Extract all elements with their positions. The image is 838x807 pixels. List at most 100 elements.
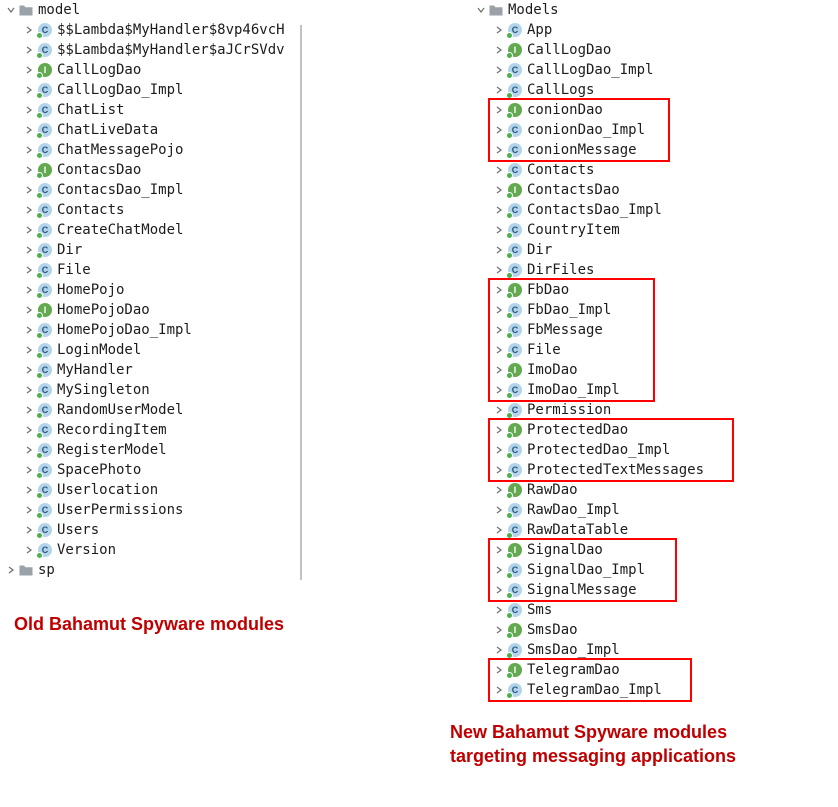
- chevron-right-icon[interactable]: [22, 443, 36, 457]
- chevron-right-icon[interactable]: [22, 163, 36, 177]
- chevron-right-icon[interactable]: [492, 523, 506, 537]
- chevron-right-icon[interactable]: [4, 563, 18, 577]
- tree-folder-models[interactable]: Models: [470, 0, 838, 20]
- scrollbar[interactable]: [300, 25, 302, 580]
- chevron-right-icon[interactable]: [22, 63, 36, 77]
- chevron-right-icon[interactable]: [492, 343, 506, 357]
- tree-folder-model[interactable]: model: [0, 0, 302, 20]
- chevron-right-icon[interactable]: [492, 43, 506, 57]
- chevron-right-icon[interactable]: [492, 423, 506, 437]
- chevron-right-icon[interactable]: [492, 283, 506, 297]
- chevron-right-icon[interactable]: [492, 463, 506, 477]
- chevron-right-icon[interactable]: [22, 123, 36, 137]
- chevron-right-icon[interactable]: [492, 163, 506, 177]
- chevron-right-icon[interactable]: [492, 303, 506, 317]
- chevron-right-icon[interactable]: [22, 363, 36, 377]
- tree-item[interactable]: C$$Lambda$MyHandler$8vp46vcH: [0, 20, 302, 40]
- chevron-right-icon[interactable]: [22, 403, 36, 417]
- chevron-right-icon[interactable]: [22, 243, 36, 257]
- chevron-right-icon[interactable]: [22, 303, 36, 317]
- chevron-right-icon[interactable]: [22, 383, 36, 397]
- chevron-right-icon[interactable]: [492, 603, 506, 617]
- chevron-right-icon[interactable]: [492, 363, 506, 377]
- chevron-right-icon[interactable]: [492, 563, 506, 577]
- chevron-right-icon[interactable]: [492, 103, 506, 117]
- chevron-down-icon[interactable]: [4, 3, 18, 17]
- chevron-right-icon[interactable]: [492, 243, 506, 257]
- chevron-right-icon[interactable]: [22, 323, 36, 337]
- chevron-right-icon[interactable]: [22, 343, 36, 357]
- chevron-right-icon[interactable]: [22, 43, 36, 57]
- chevron-right-icon[interactable]: [22, 523, 36, 537]
- chevron-right-icon[interactable]: [22, 183, 36, 197]
- chevron-right-icon[interactable]: [22, 483, 36, 497]
- chevron-right-icon[interactable]: [22, 463, 36, 477]
- chevron-right-icon[interactable]: [22, 543, 36, 557]
- chevron-right-icon[interactable]: [492, 223, 506, 237]
- chevron-right-icon[interactable]: [492, 23, 506, 37]
- chevron-right-icon[interactable]: [492, 663, 506, 677]
- chevron-right-icon[interactable]: [492, 583, 506, 597]
- tree-item[interactable]: C$$Lambda$MyHandler$aJCrSVdv: [0, 40, 302, 60]
- chevron-right-icon[interactable]: [492, 383, 506, 397]
- chevron-right-icon[interactable]: [492, 323, 506, 337]
- chevron-right-icon[interactable]: [492, 403, 506, 417]
- chevron-right-icon[interactable]: [492, 123, 506, 137]
- chevron-right-icon[interactable]: [492, 623, 506, 637]
- chevron-down-icon[interactable]: [474, 3, 488, 17]
- chevron-right-icon[interactable]: [22, 503, 36, 517]
- chevron-right-icon[interactable]: [492, 263, 506, 277]
- chevron-right-icon[interactable]: [492, 183, 506, 197]
- chevron-right-icon[interactable]: [22, 223, 36, 237]
- chevron-right-icon[interactable]: [492, 483, 506, 497]
- chevron-right-icon[interactable]: [492, 503, 506, 517]
- chevron-right-icon[interactable]: [22, 143, 36, 157]
- chevron-right-icon[interactable]: [492, 143, 506, 157]
- chevron-right-icon[interactable]: [22, 23, 36, 37]
